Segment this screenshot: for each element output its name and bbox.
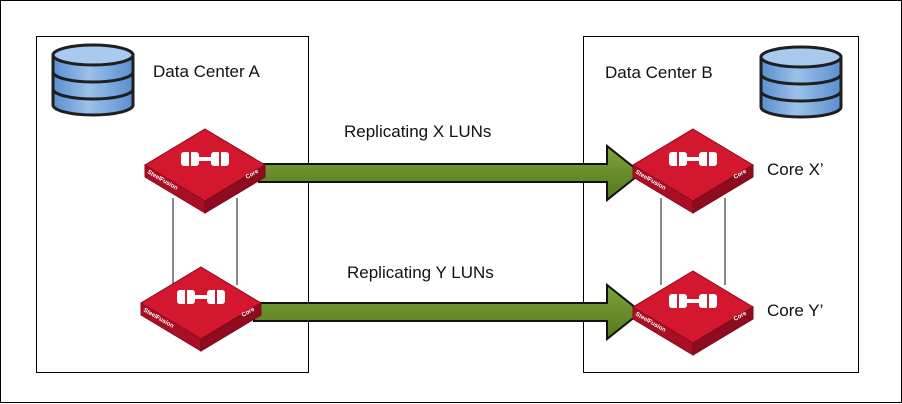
database-icon — [51, 43, 135, 117]
data-center-b-title: Data Center B — [605, 63, 713, 82]
core-x-prime-label: Core X’ — [767, 160, 824, 179]
steelfusion-core-appliance-icon: SteelFusion Core — [632, 128, 754, 214]
data-center-a-title: Data Center A — [153, 62, 260, 81]
replication-arrow-x — [258, 143, 643, 203]
steelfusion-core-appliance-icon: SteelFusion Core — [144, 128, 266, 214]
database-icon — [759, 45, 843, 119]
core-y-prime-label: Core Y’ — [767, 301, 824, 320]
steelfusion-core-appliance-icon: SteelFusion Core — [632, 270, 754, 356]
replication-label-x: Replicating X LUNs — [344, 122, 492, 141]
steelfusion-core-appliance-icon: SteelFusion Core — [140, 266, 262, 352]
replication-label-y: Replicating Y LUNs — [347, 263, 494, 282]
replication-arrow-y — [253, 282, 643, 342]
